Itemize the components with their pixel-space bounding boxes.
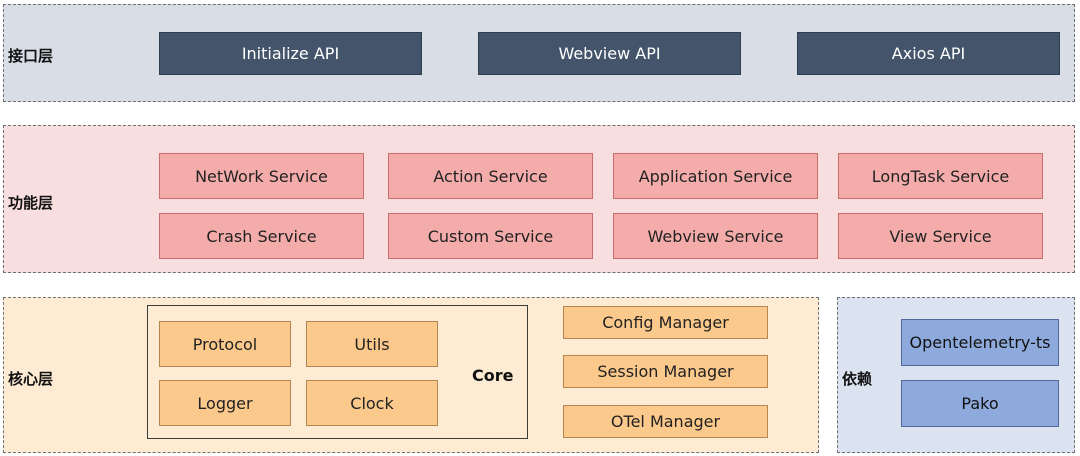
webview-api-box: Webview API — [478, 32, 741, 75]
custom-service-box: Custom Service — [388, 213, 593, 259]
interface-layer-label: 接口层 — [8, 47, 54, 65]
pako-box: Pako — [901, 380, 1059, 427]
deps-layer: 依赖 Opentelemetry-ts Pako — [837, 297, 1075, 453]
crash-service-box: Crash Service — [159, 213, 364, 259]
application-service-box: Application Service — [613, 153, 818, 199]
action-service-box: Action Service — [388, 153, 593, 199]
utils-box: Utils — [306, 321, 438, 367]
axios-api-box: Axios API — [797, 32, 1060, 75]
deps-layer-label: 依赖 — [842, 370, 873, 388]
protocol-box: Protocol — [159, 321, 291, 367]
clock-box: Clock — [306, 380, 438, 426]
core-layer-label: 核心层 — [8, 370, 54, 388]
session-manager-box: Session Manager — [563, 355, 768, 388]
core-title: Core — [472, 366, 514, 385]
function-layer: 功能层 NetWork Service Action Service Appli… — [3, 125, 1075, 273]
view-service-box: View Service — [838, 213, 1043, 259]
otel-manager-box: OTel Manager — [563, 405, 768, 438]
longtask-service-box: LongTask Service — [838, 153, 1043, 199]
opentelemetry-ts-box: Opentelemetry-ts — [901, 319, 1059, 366]
interface-layer: 接口层 Initialize API Webview API Axios API — [3, 4, 1075, 102]
config-manager-box: Config Manager — [563, 306, 768, 339]
core-layer: 核心层 Protocol Utils Logger Clock Core Con… — [3, 297, 819, 453]
network-service-box: NetWork Service — [159, 153, 364, 199]
function-layer-label: 功能层 — [8, 194, 54, 212]
initialize-api-box: Initialize API — [159, 32, 422, 75]
logger-box: Logger — [159, 380, 291, 426]
core-group: Protocol Utils Logger Clock Core — [147, 305, 528, 439]
webview-service-box: Webview Service — [613, 213, 818, 259]
